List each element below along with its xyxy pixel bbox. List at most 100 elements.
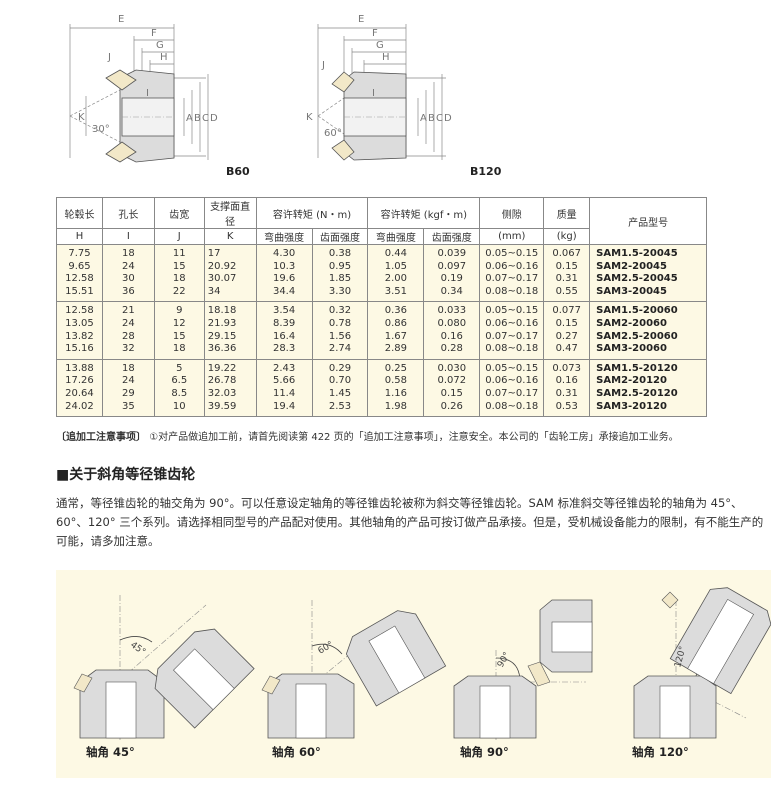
cell-value: 0.030 [437,362,467,374]
cell-value: 11 [172,248,186,259]
caption-45: 轴角 45° [86,745,135,759]
cell-value: SAM2.5-20045 [596,273,678,285]
cell-value: 0.29 [328,362,352,374]
cell-value: 10 [172,400,186,412]
cell-value: 35 [122,400,135,412]
cell-value: 0.15 [555,260,578,272]
header-bore: 孔长 [101,197,155,229]
cell-value: 7.75 [68,248,91,259]
cell-value: 0.19 [440,273,463,285]
cell-value: 2.00 [384,273,407,285]
note-text: ①对产品做追加工前，请首先阅读第 422 页的「追加工注意事项」，注意安全。本公… [149,432,679,443]
cell-value: 2.53 [328,400,352,412]
shaft-angle-panel: 45° 轴角 45° 60° 轴角 60° [56,570,772,778]
cell-value: 28 [122,330,135,342]
cell-value: 36 [122,285,135,297]
cell-value: 0.32 [328,305,352,317]
cell-value: 0.55 [555,285,578,297]
cell-value: 0.05~0.15 [485,248,539,259]
cell-value: 3.54 [272,305,296,317]
cell-value: 0.07~0.17 [485,273,539,285]
dim-k: K [78,112,85,123]
cell-value: 29.15 [207,330,237,342]
header-unit-kg: (kg) [543,228,591,245]
cell-value: 0.38 [328,248,352,259]
cell-value: 18 [122,362,135,374]
dim-angle: 60° [324,128,342,139]
dim-a: A [420,113,427,124]
header-sym-k: K [203,228,257,245]
b60-drawing: E F G H I J K A B C D 30° [69,14,218,163]
cell-value: SAM3-20045 [596,285,667,297]
header-mounting: 支撑面直径 [203,197,257,229]
cell-value: 13.82 [65,330,94,342]
header-surface-nm: 齿面强度 [311,228,369,245]
cell-value: 30 [122,273,135,285]
cell-value: 12.58 [65,305,94,317]
cell-value: 18 [122,248,135,259]
cell-value: 1.45 [328,387,352,399]
b120-drawing: E F G H I J K A B C D 60° [306,14,452,161]
cell-value: 0.86 [384,317,407,329]
dim-g: G [376,40,384,51]
cell-value: 3.51 [384,285,407,297]
cell-value: 6.5 [171,375,188,387]
cell-value: 1.56 [328,330,352,342]
cell-value: 0.07~0.17 [485,330,539,342]
caption-120: 轴角 120° [632,745,689,759]
header-bending-nm: 弯曲强度 [255,228,313,245]
cell-value: 18 [172,343,186,355]
cell-value: 12 [172,317,186,329]
cell-value: 36.36 [207,343,237,355]
cell-value: 0.95 [328,260,352,272]
cell-value: 9 [176,305,183,317]
cell-value: 13.88 [65,362,94,374]
cell-value: 2.74 [328,343,352,355]
section-paragraph: 通常，等径锥齿轮的轴交角为 90°。可以任意设定轴角的等径锥齿轮被称为斜交等径锥… [56,496,764,548]
dim-b: B [194,113,201,124]
header-model: 产品型号 [589,197,707,245]
cell-value: 32 [122,343,135,355]
cell-value: 13.05 [65,317,94,329]
cell-value: 0.08~0.18 [485,285,539,297]
cell-value: 0.16 [440,330,463,342]
cell-value: 0.08~0.18 [485,343,539,355]
dim-f: F [151,28,157,39]
header-surface-kgf: 齿面强度 [423,228,481,245]
dim-a: A [186,113,193,124]
gear-pair-90: 90° 轴角 90° [453,599,593,759]
cell-value: 8.5 [171,387,188,399]
cell-value: 1.67 [384,330,407,342]
angle-label-60: 60° [317,640,336,657]
header-face-width: 齿宽 [153,197,205,229]
shaft-angle-illustrations: 45° 轴角 45° 60° 轴角 60° [73,587,772,759]
cell-value: 0.16 [555,375,578,387]
cell-value: 1.16 [384,387,407,399]
cell-value: 19.4 [272,400,296,412]
cell-value: 2.43 [272,362,296,374]
cell-value: SAM2-20120 [596,375,667,387]
dim-c: C [202,113,209,124]
header-sym-h: H [56,228,103,245]
header-mass: 质量 [543,197,591,229]
cell-value: SAM2-20060 [596,317,667,329]
cell-value: 11.4 [272,387,296,399]
header-torque-nm: 容许转矩 (N・m) [255,197,369,229]
cell-value: 24 [122,375,135,387]
cell-value: 0.033 [437,305,467,317]
gear-pair-60: 60° 轴角 60° [261,600,447,759]
